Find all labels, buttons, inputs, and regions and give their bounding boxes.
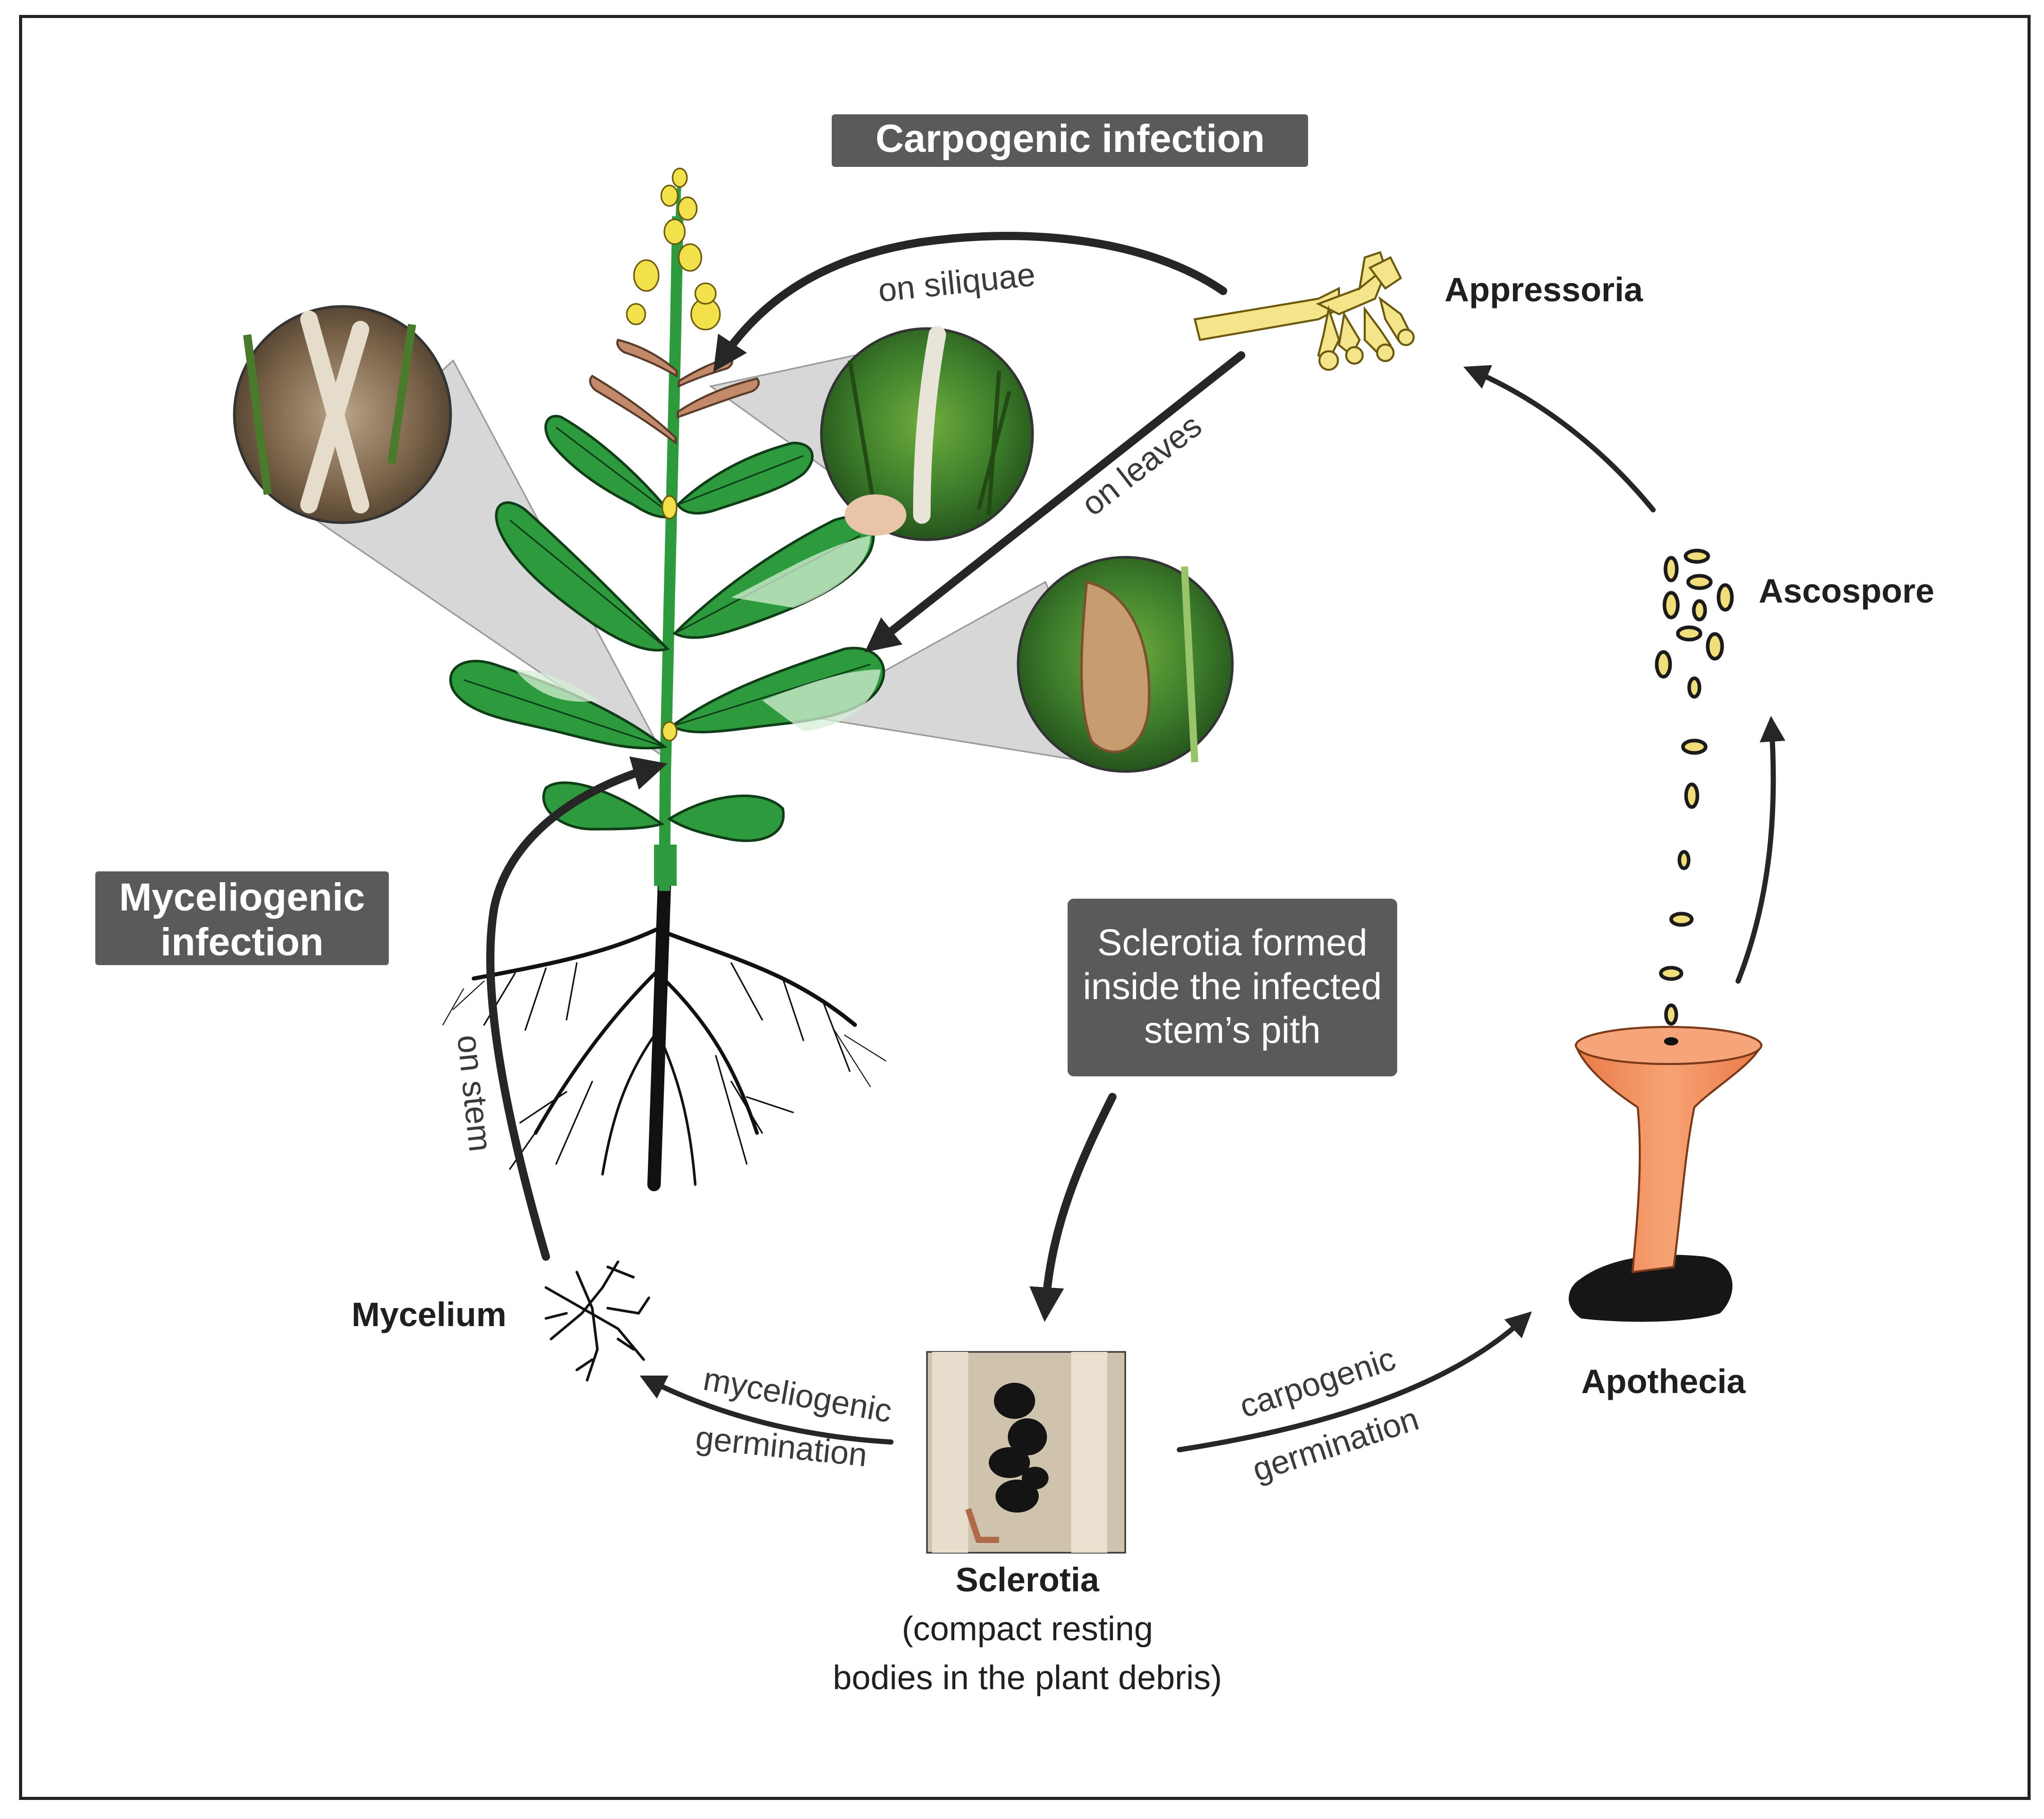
apothecia-label: Apothecia [1581,1362,1746,1400]
ascospores [1655,548,1734,1026]
arrow-on-leaves [864,351,1245,653]
sclerotia-desc-line2: bodies in the plant debris) [833,1658,1222,1696]
mycelium-illustration [544,1260,650,1382]
arrow-carpogenic-germination [1177,1311,1532,1452]
arrow-on-siliquae [713,232,1227,372]
photo-stem-lesion [233,305,452,524]
myceliogenic-infection-line2: infection [161,920,324,964]
on-stem-label: on stem [450,1033,499,1154]
arrow-myceliogenic-germination [640,1376,894,1445]
carpogenic-infection-text: Carpogenic infection [875,117,1265,161]
carpogenic-infection-heading: Carpogenic infection [832,114,1308,167]
plant-stem [659,216,683,891]
myceliogenic-infection-heading: Myceliogenic infection [95,871,389,965]
diagram-frame [19,15,2031,1800]
arrows [486,232,1785,1452]
photo-siliqua-lesion [820,326,1034,541]
sclerotia-label: Sclerotia [956,1560,1100,1599]
ascospore-label: Ascospore [1759,572,1934,610]
infected-leaf-patch [515,536,881,731]
photo-leaf-lesion [1017,556,1234,773]
flowers [626,167,721,742]
apothecium-illustration [1569,1026,1763,1322]
arrow-apothecia-to-ascospore [1736,716,1785,984]
myceliogenic-germination-line1: myceliogenic [700,1360,895,1430]
arrow-ascospore-to-appressoria [1463,365,1656,512]
sclerotia-desc-line1: (compact resting [902,1609,1153,1648]
on-leaves-label: on leaves [1074,407,1208,523]
photo-sclerotia [926,1351,1126,1554]
mycelium-label: Mycelium [352,1295,507,1333]
appressoria-illustration [1193,251,1415,371]
info-box-line2: inside the infected [1083,966,1382,1007]
canola-plant-illustration [442,167,886,1191]
arrow-on-stem [486,756,667,1261]
myceliogenic-infection-line1: Myceliogenic [119,876,365,919]
info-box-line1: Sclerotia formed [1097,922,1367,964]
plant-roots [442,879,886,1191]
sclerotia-info-box: Sclerotia formed inside the infected ste… [1068,899,1397,1076]
info-box-line3: stem’s pith [1144,1010,1321,1051]
on-siliquae-label: on siliquae [877,255,1037,309]
appressoria-label: Appressoria [1445,270,1643,308]
arrow-to-sclerotia [1029,1093,1117,1322]
